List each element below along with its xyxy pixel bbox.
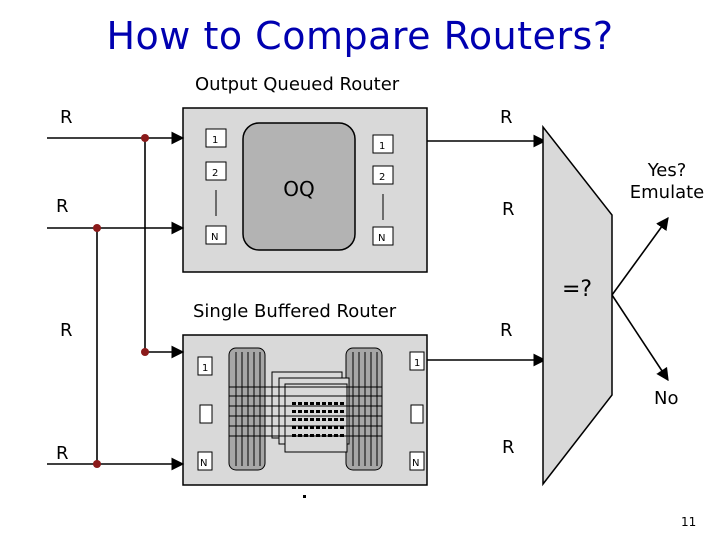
memory-cell [310,410,314,413]
memory-cell [298,402,302,405]
arrival-label-4: R [56,443,69,464]
memory-cell [316,418,320,421]
sb-output-port-n [409,451,425,471]
memory-cell [322,402,326,405]
sb-bus-lines [229,386,382,437]
memory-cell [334,426,338,429]
memory-cell [316,410,320,413]
memory-cell [304,402,308,405]
memory-cell [334,418,338,421]
memory-cell [322,418,326,421]
memory-cell [298,418,302,421]
memory-cell [298,426,302,429]
memory-cell [316,402,320,405]
oq-input-port-n [205,225,227,245]
sb-out-num-n: N [412,458,419,469]
memory-cell [298,410,302,413]
memory-cell [304,426,308,429]
memory-cell [334,402,338,405]
memory-cell [322,410,326,413]
sb-in-num-n: N [200,458,207,469]
memory-cell [340,402,344,405]
memory-cell [328,426,332,429]
sb-linecard-traces [235,352,378,466]
memory-cell [328,402,332,405]
oq-output-port-n [372,226,394,246]
sb-router-heading: Single Buffered Router [193,301,397,322]
oq-out-num-2: 2 [379,172,385,183]
sb-input-port-1 [197,356,213,376]
sb-output-port-1 [409,351,425,371]
oq-in-num-2: 2 [212,168,218,179]
oq-out-num-n: N [378,233,385,244]
arrival-label-2: R [56,196,69,217]
junction-dots [93,134,149,468]
memory-cell [334,410,338,413]
departure-label-3: R [500,320,513,341]
departure-label-1: R [500,107,513,128]
oq-output-port-1 [372,134,394,154]
yes-arrow [611,216,669,296]
memory-cell [316,426,320,429]
oq-out-num-1: 1 [379,141,385,152]
arrival-lines [47,131,185,471]
oq-output-port-2 [372,165,394,185]
arrival-label-1: R [60,107,73,128]
memory-cell [292,402,296,405]
oq-router-heading: Output Queued Router [195,74,400,95]
sb-input-port-n [197,451,213,471]
oq-in-num-1: 1 [212,135,218,146]
memory-cell [310,426,314,429]
oq-in-num-n: N [211,232,218,243]
memory-cell [328,418,332,421]
comparator-shape [542,124,613,487]
memory-cell [340,418,344,421]
memory-cell [328,410,332,413]
outcome-no-label: No [654,388,679,409]
sb-in-num-1: 1 [202,363,208,374]
page-number: 11 [681,515,697,529]
departure-lines [427,134,547,367]
slide-title: How to Compare Routers? [106,14,614,58]
sb-left-linecard [228,347,266,471]
oq-core-label: OQ [283,177,314,201]
memory-cell [340,410,344,413]
memory-cell [304,410,308,413]
oq-input-port-1 [205,128,227,148]
memory-cell [292,426,296,429]
memory-cell [292,418,296,421]
sb-out-num-1: 1 [414,358,420,369]
sb-output-port-mid [410,404,424,424]
oq-switch-core [242,122,356,251]
departure-label-4: R [502,437,515,458]
oq-input-port-2 [205,161,227,181]
memory-cell [292,410,296,413]
memory-cell [322,426,326,429]
departure-label-2: R [502,199,515,220]
oq-router [182,107,428,273]
arrival-label-3: R [60,320,73,341]
sb-input-port-mid [199,404,213,424]
memory-cell [310,418,314,421]
sb-router [182,334,428,498]
outcome-yes-label: Yes? Emulate [629,160,705,203]
sb-dot [303,495,306,498]
comparator-label: =? [562,277,592,302]
memory-cell [310,402,314,405]
memory-cell [340,426,344,429]
no-arrow [611,294,669,382]
memory-cell [304,418,308,421]
